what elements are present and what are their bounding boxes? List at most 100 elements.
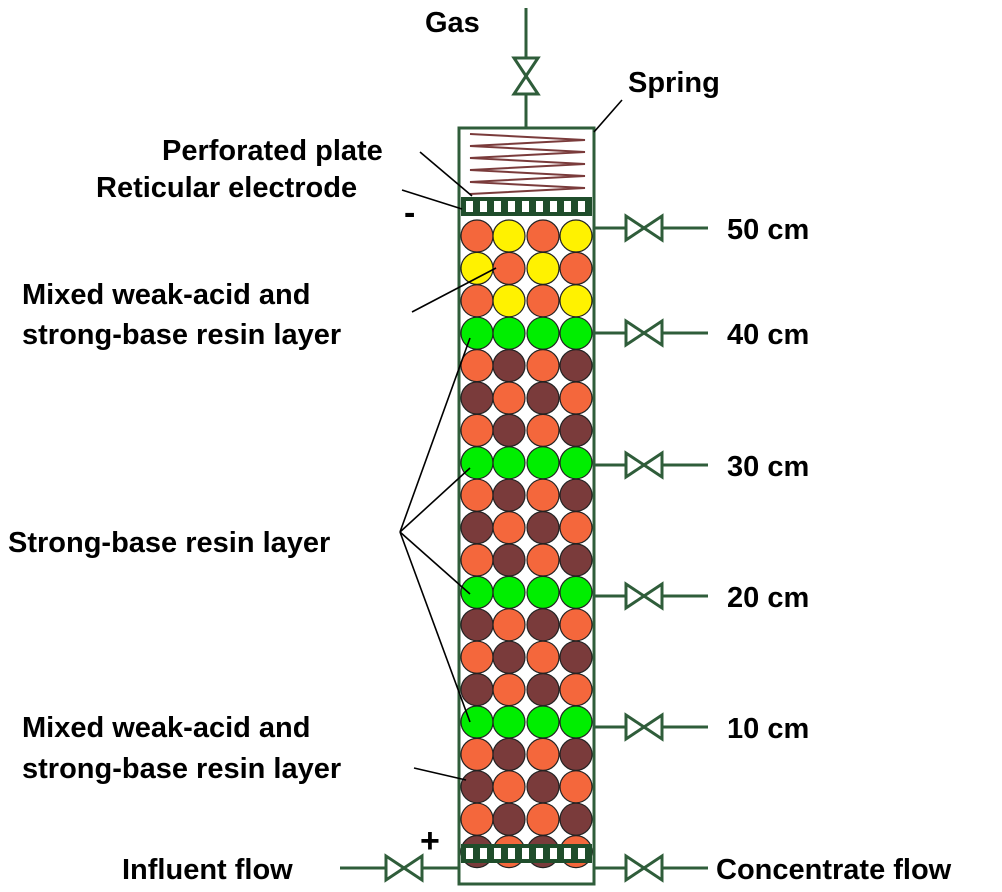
resin-bead-orange xyxy=(460,478,494,512)
resin-bead-brown xyxy=(492,543,526,577)
resin-bead-brown xyxy=(460,510,494,545)
resin-bead-orange xyxy=(492,510,526,545)
mixed-layer-bottom-label-line2: strong-base resin layer xyxy=(22,753,341,785)
port-height-label: 20 cm xyxy=(727,582,809,614)
sampling-ports: 50 cm 40 cm 30 cm 20 cm 10 cm xyxy=(594,213,809,745)
resin-bed xyxy=(460,219,593,869)
resin-bead-yellow xyxy=(559,284,593,318)
gas-inlet xyxy=(511,8,541,128)
sampling-valve-right[interactable] xyxy=(641,318,664,348)
influent-valve-right[interactable] xyxy=(401,853,424,883)
resin-bead-orange xyxy=(460,737,494,772)
resin-bead-orange xyxy=(526,478,560,512)
electrode-mesh-hole xyxy=(494,848,501,859)
gas-valve-lower[interactable] xyxy=(511,73,541,96)
strong-base-leader-1 xyxy=(399,337,471,533)
electrode-mesh-hole xyxy=(536,848,543,859)
resin-bead-brown xyxy=(559,737,593,772)
reticular-electrode-label: Reticular electrode xyxy=(96,172,357,204)
sampling-port-30cm: 30 cm xyxy=(594,450,809,483)
concentrate-valve-right[interactable] xyxy=(641,853,664,883)
electrode-mesh-hole xyxy=(466,201,473,212)
resin-bead-orange xyxy=(492,251,526,285)
resin-bead-orange xyxy=(559,672,593,707)
sampling-valve-right[interactable] xyxy=(641,450,664,480)
sampling-valve-right[interactable] xyxy=(641,213,664,243)
resin-bead-orange xyxy=(559,510,593,545)
port-height-label: 30 cm xyxy=(727,451,809,483)
plus-sign: + xyxy=(420,822,440,860)
resin-bead-brown xyxy=(526,770,560,804)
spring-coil xyxy=(469,133,586,195)
electrode-mesh-hole xyxy=(564,848,571,859)
resin-bead-brown xyxy=(460,672,494,707)
sampling-valve-left[interactable] xyxy=(624,213,647,243)
electrode-mesh-hole xyxy=(494,201,501,212)
resin-bead-orange xyxy=(492,770,526,804)
resin-bead-orange xyxy=(526,640,560,674)
resin-bead-brown xyxy=(460,608,494,642)
sampling-valve-right[interactable] xyxy=(641,581,664,611)
electrode-mesh-hole xyxy=(578,848,585,859)
resin-bead-brown xyxy=(559,349,593,383)
resin-bead-brown xyxy=(492,640,526,674)
sampling-valve-left[interactable] xyxy=(624,450,647,480)
concentrate-valve-left[interactable] xyxy=(624,853,647,883)
resin-bead-green xyxy=(492,446,526,480)
resin-bead-green xyxy=(526,316,560,350)
mixed-layer-top-leader xyxy=(411,267,497,313)
electrode-mesh-hole xyxy=(578,201,585,212)
electrode-mesh-hole xyxy=(508,848,515,859)
sampling-valve-left[interactable] xyxy=(624,712,647,742)
resin-bead-orange xyxy=(460,349,494,383)
reticular-electrode-leader xyxy=(401,189,463,210)
resin-bead-green xyxy=(460,316,494,350)
spring-label: Spring xyxy=(628,67,720,99)
reticular-electrode-top xyxy=(461,197,592,216)
port-height-label: 10 cm xyxy=(727,713,809,745)
resin-bead-green xyxy=(526,446,560,480)
resin-bead-yellow xyxy=(460,251,494,285)
resin-bead-green xyxy=(492,705,526,739)
sampling-port-20cm: 20 cm xyxy=(594,581,809,614)
resin-bead-green xyxy=(460,446,494,480)
resin-bead-brown xyxy=(526,608,560,642)
resin-bead-green xyxy=(526,575,560,610)
spring xyxy=(469,133,586,195)
resin-bead-brown xyxy=(492,478,526,512)
influent-valve-left[interactable] xyxy=(384,853,407,883)
resin-bead-orange xyxy=(460,284,494,318)
electrode-mesh-hole xyxy=(522,201,529,212)
sampling-valve-left[interactable] xyxy=(624,318,647,348)
sampling-port-50cm: 50 cm xyxy=(594,213,809,246)
resin-bead-brown xyxy=(526,381,560,415)
sampling-valve-right[interactable] xyxy=(641,712,664,742)
strong-base-leaders xyxy=(399,337,471,723)
resin-bead-green xyxy=(492,316,526,350)
resin-bead-brown xyxy=(559,802,593,836)
concentrate-line xyxy=(594,853,708,883)
column-wall xyxy=(457,126,596,886)
resin-bead-orange xyxy=(492,672,526,707)
sampling-valve-left[interactable] xyxy=(624,581,647,611)
resin-bead-brown xyxy=(526,510,560,545)
resin-bead-yellow xyxy=(492,284,526,318)
resin-bead-orange xyxy=(460,543,494,577)
resin-bead-yellow xyxy=(526,251,560,285)
resin-bead-brown xyxy=(492,802,526,836)
electrode-mesh-hole xyxy=(522,848,529,859)
resin-bead-green xyxy=(526,705,560,739)
resin-bead-orange xyxy=(526,802,560,836)
gas-valve-upper[interactable] xyxy=(511,56,541,79)
resin-bead-orange xyxy=(492,381,526,415)
resin-bead-orange xyxy=(460,413,494,447)
port-height-label: 40 cm xyxy=(727,319,809,351)
resin-bead-orange xyxy=(526,219,560,253)
reticular-electrode-bottom xyxy=(461,844,592,863)
resin-bead-green xyxy=(559,575,593,610)
resin-bead-orange xyxy=(460,802,494,836)
electrode-mesh-hole xyxy=(508,201,515,212)
resin-bead-brown xyxy=(492,413,526,447)
resin-bead-brown xyxy=(559,478,593,512)
resin-bead-orange xyxy=(460,640,494,674)
